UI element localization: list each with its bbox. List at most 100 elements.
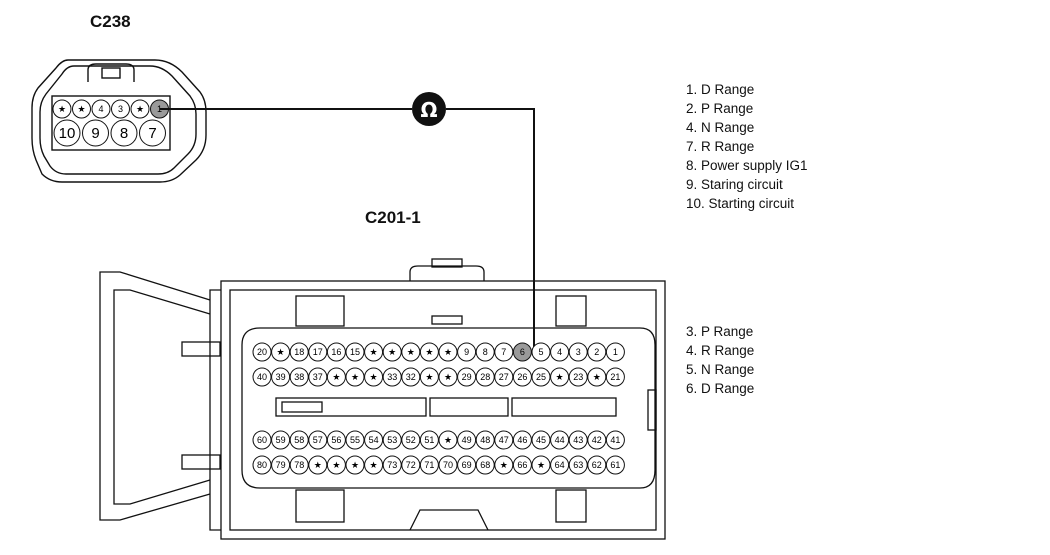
pin-label: ★ [444,372,452,382]
pin: 40 [252,367,272,387]
pin-label: 16 [331,347,341,357]
pin: 68 [475,455,495,475]
pin: 3 [111,99,130,119]
pin: 18 [289,342,309,362]
pin-label: 27 [499,372,509,382]
pin-label: 47 [499,435,509,445]
pin-label: 63 [573,460,583,470]
pin: 78 [289,455,309,475]
pin: ★ [364,367,384,387]
pin: 39 [271,367,291,387]
pin: ★ [438,367,458,387]
pin-label: 69 [462,460,472,470]
pin-label: 44 [555,435,565,445]
pin: 45 [531,430,551,450]
pin-label: 33 [387,372,397,382]
pin: 9 [457,342,477,362]
pin: ★ [72,99,91,119]
pin: 33 [382,367,402,387]
pin: 63 [568,455,588,475]
pin: ★ [587,367,607,387]
pin-label: ★ [351,460,359,470]
pin-label: 7 [148,125,156,142]
pin-label: 25 [536,372,546,382]
pin-label: 73 [387,460,397,470]
pin-label: 9 [91,125,99,142]
pin: 16 [326,342,346,362]
pin: 2 [587,342,607,362]
legend-item: 7. R Range [686,139,755,154]
pin-label: 40 [257,372,267,382]
legend-item: 1. D Range [686,82,755,97]
pin: ★ [308,455,328,475]
pin-label: 78 [294,460,304,470]
pin: 21 [605,367,625,387]
wire-to-c201-pin-6 [446,108,535,351]
pin-label: 49 [462,435,472,445]
pin-label: 66 [517,460,527,470]
pin-label: 71 [424,460,434,470]
pin: 38 [289,367,309,387]
pin-label: 61 [610,460,620,470]
pin: 69 [457,455,477,475]
pin-label: 52 [406,435,416,445]
pin-label: 37 [313,372,323,382]
pin: 62 [587,455,607,475]
pin-label: 39 [276,372,286,382]
pin: 37 [308,367,328,387]
pin-label: 38 [294,372,304,382]
pin: 4 [550,342,570,362]
pin-label: 55 [350,435,360,445]
pin-label: 4 [557,347,562,357]
pin-label: ★ [277,347,285,357]
ohm-symbol: Ω [420,98,437,122]
legend-item: 6. D Range [686,381,755,396]
pin-label: 80 [257,460,267,470]
pin-label: ★ [556,372,564,382]
pin: ★ [438,342,458,362]
pin: 52 [401,430,421,450]
legend-item: 2. P Range [686,101,754,116]
pin-label: 8 [483,347,488,357]
pin: ★ [364,455,384,475]
pin: 54 [364,430,384,450]
pin-label: 5 [538,347,543,357]
pin-label: 1 [613,347,618,357]
pin: 15 [345,342,365,362]
pin-label: 20 [257,347,267,357]
pin: ★ [419,367,439,387]
pin: ★ [419,342,439,362]
pin: 56 [326,430,346,450]
pin-label: 43 [573,435,583,445]
pin: ★ [271,342,291,362]
pin-label: ★ [314,460,322,470]
pin: 26 [512,367,532,387]
pin-label: 4 [98,104,103,114]
pin: 80 [252,455,272,475]
pin: ★ [494,455,514,475]
pin: ★ [130,99,150,119]
pin-label: ★ [425,372,433,382]
pin-label: 45 [536,435,546,445]
pin-label: 54 [369,435,379,445]
connector-c238-label: C238 [90,12,131,31]
pin: 58 [289,430,309,450]
pin-label: ★ [407,347,415,357]
pin: 7 [494,342,514,362]
pin-label: 60 [257,435,267,445]
test-leads [160,108,535,351]
pin: ★ [382,342,402,362]
legend-item: 5. N Range [686,362,755,377]
ohmmeter-icon: Ω [412,92,446,126]
pin-label: 3 [576,347,581,357]
pin-label: 56 [331,435,341,445]
pin: ★ [345,455,365,475]
pin-label: ★ [425,347,433,357]
pin: ★ [550,367,570,387]
pin: 32 [401,367,421,387]
pin: 47 [494,430,514,450]
pin: 20 [252,342,272,362]
pin: 27 [494,367,514,387]
pin: 5 [531,342,551,362]
